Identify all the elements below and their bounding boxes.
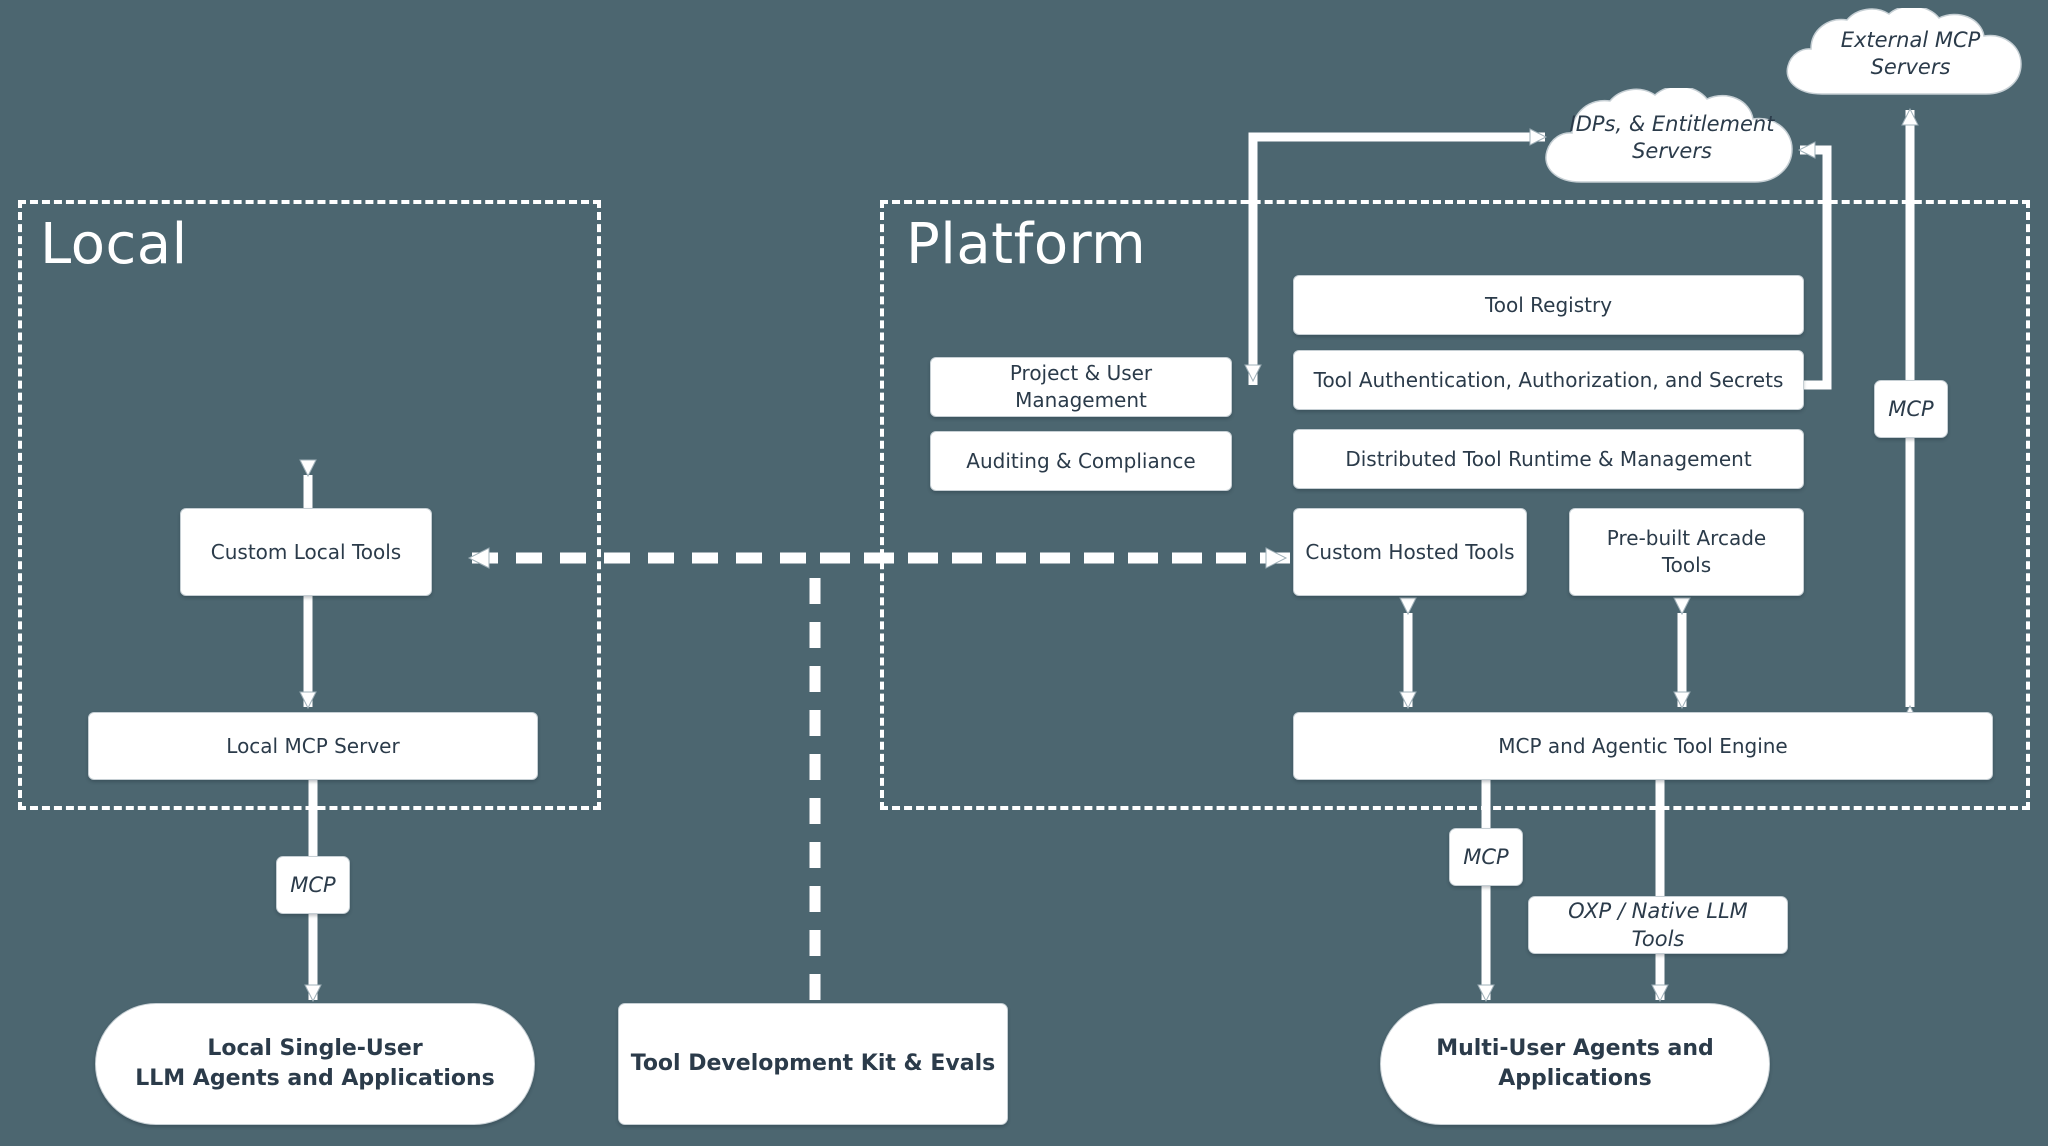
cloud-label: IDPs, & Entitlement Servers <box>1569 111 1775 163</box>
node-tool-registry[interactable]: Tool Registry <box>1293 275 1804 335</box>
consumer-line-1: Multi-User Agents and <box>1436 1036 1714 1062</box>
node-project-user-management[interactable]: Project & User Management <box>930 357 1232 417</box>
edge-label-mcp-external: MCP <box>1874 380 1948 438</box>
consumer-local-agents[interactable]: Local Single-User LLM Agents and Applica… <box>95 1003 535 1125</box>
edge-label-mcp-platform: MCP <box>1449 828 1523 886</box>
edge-label-oxp-native: OXP / Native LLM Tools <box>1528 896 1788 954</box>
cloud-shape <box>1545 88 1793 183</box>
node-auditing-compliance[interactable]: Auditing & Compliance <box>930 431 1232 491</box>
node-distributed-tool-runtime[interactable]: Distributed Tool Runtime & Management <box>1293 429 1804 489</box>
zone-platform <box>880 200 2030 810</box>
consumer-line-1: Tool Development Kit & Evals <box>630 1051 996 1077</box>
node-prebuilt-arcade-tools[interactable]: Pre-built Arcade Tools <box>1569 508 1804 596</box>
cloud-label: External MCP Servers <box>1840 27 1981 79</box>
cloud-shape <box>1786 8 2022 95</box>
consumer-line-2: Applications <box>1498 1066 1652 1091</box>
node-local-mcp-server[interactable]: Local MCP Server <box>88 712 538 780</box>
edge-label-mcp-local: MCP <box>276 856 350 914</box>
cloud-idps-entitlement[interactable]: IDPs, & Entitlement Servers <box>1537 88 1807 188</box>
node-mcp-agentic-tool-engine[interactable]: MCP and Agentic Tool Engine <box>1293 712 1993 780</box>
consumer-line-2: LLM Agents and Applications <box>135 1066 495 1091</box>
node-tool-auth[interactable]: Tool Authentication, Authorization, and … <box>1293 350 1804 410</box>
zone-local-title: Local <box>40 212 188 277</box>
node-custom-hosted-tools[interactable]: Custom Hosted Tools <box>1293 508 1527 596</box>
cloud-external-mcp-servers[interactable]: External MCP Servers <box>1778 8 2043 100</box>
consumer-tdk-evals[interactable]: Tool Development Kit & Evals <box>618 1003 1008 1125</box>
node-custom-local-tools[interactable]: Custom Local Tools <box>180 508 432 596</box>
zone-platform-title: Platform <box>906 212 1147 277</box>
zone-local <box>18 200 601 810</box>
consumer-line-1: Local Single-User <box>207 1036 423 1062</box>
consumer-multi-agents[interactable]: Multi-User Agents and Applications <box>1380 1003 1770 1125</box>
